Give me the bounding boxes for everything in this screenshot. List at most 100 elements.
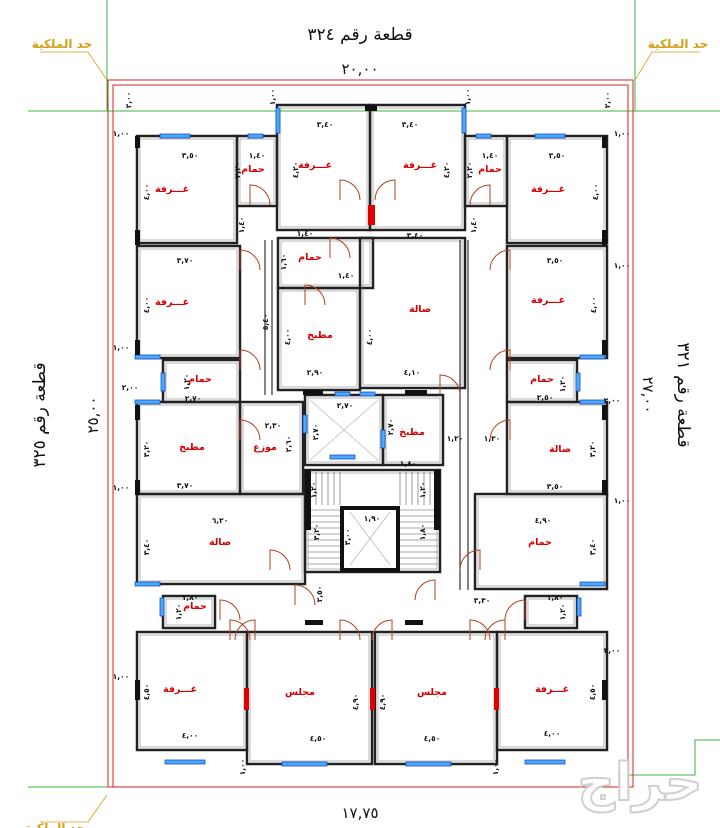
door-swing xyxy=(294,584,316,606)
structural-column xyxy=(602,405,607,420)
dimension-label: ٣,٥٠ xyxy=(182,151,199,160)
wall-outline xyxy=(135,244,242,360)
wall-outline xyxy=(505,244,609,360)
window xyxy=(159,597,165,617)
wall-inner-line xyxy=(509,248,605,356)
partition-mark xyxy=(368,205,375,225)
dimension-label: ٤,٩٠ xyxy=(351,694,360,711)
structural-column xyxy=(135,340,140,355)
wall-inner-line xyxy=(527,598,575,626)
dimension-label: ٥,٤٠ xyxy=(261,314,270,331)
door-swing xyxy=(469,184,491,206)
dimension-label: ٢,٠٠ xyxy=(122,383,139,392)
dimension-label: ٤,٠٠ xyxy=(142,297,151,314)
room-label: مجلس xyxy=(285,687,315,698)
window xyxy=(380,429,386,449)
dimension-label: ٢,٠٠ xyxy=(603,92,612,109)
window xyxy=(247,133,264,139)
dimension-label: ١,٢٠ xyxy=(484,434,501,443)
window xyxy=(281,761,328,767)
wall-inner-line xyxy=(509,362,575,400)
elevator-shaft-mark xyxy=(349,511,391,566)
right-length-dimension: ٢٧,٠٠ xyxy=(639,377,657,414)
door-swing xyxy=(459,549,481,571)
door-swing xyxy=(269,549,291,571)
door-swing xyxy=(439,374,461,396)
dimension-label: ١,٠٠ xyxy=(268,89,277,106)
wall-inner-line xyxy=(242,404,301,492)
wall-inner-line xyxy=(249,634,370,762)
dimension-label: ٤,٠٠ xyxy=(283,329,292,346)
window xyxy=(275,107,281,134)
dimension-label: ٢,٢٠ xyxy=(233,162,242,179)
structural-column xyxy=(405,620,423,625)
dimension-label: ٣,٧٠ xyxy=(177,481,194,490)
wall-inner-line xyxy=(139,496,303,582)
wall-inner-line xyxy=(139,138,235,241)
door-swing xyxy=(414,579,436,601)
room-label: موزع xyxy=(253,442,277,453)
dimension-label: ٤,٠٠ xyxy=(591,184,600,201)
wall-inner-line xyxy=(362,240,463,386)
door-swing xyxy=(489,249,511,271)
dimension-label: ٣,٥٠ xyxy=(547,482,564,491)
structural-column xyxy=(434,470,440,530)
plot-325-label: قطعة رقم ٣٢٥ xyxy=(30,362,50,467)
door-swing xyxy=(239,349,261,371)
dimension-label: ١,٨٠ xyxy=(182,593,199,602)
wall-inner-line xyxy=(139,404,238,492)
dimension-label: ٤,٥٠ xyxy=(142,684,151,701)
dimension-label: ١,٢٠ xyxy=(447,434,464,443)
window xyxy=(575,372,581,392)
structural-column xyxy=(135,405,140,420)
window xyxy=(134,399,161,405)
dimension-label: ١,٢٠ xyxy=(558,376,567,393)
dimension-label: ١,٠٠ xyxy=(113,343,130,352)
door-swing xyxy=(234,619,256,641)
room-label: حمام xyxy=(183,601,207,612)
room-label: حمام xyxy=(530,374,554,385)
dimension-label: ١,٠٠ xyxy=(113,483,130,492)
structural-column xyxy=(405,390,427,395)
wall-inner-line xyxy=(385,397,441,463)
wall-inner-line xyxy=(372,107,463,228)
dimension-label: ١,٢٠ xyxy=(174,604,183,621)
bottom-width-dimension: ١٧,٧٥ xyxy=(342,804,379,822)
dimension-label: ٢,٩٠ xyxy=(307,368,324,377)
room-label: حمام xyxy=(298,252,322,263)
room-label: مجلس xyxy=(417,687,447,698)
wall-inner-line xyxy=(239,138,275,204)
window xyxy=(524,759,566,765)
dimension-label: ١,٠٠ xyxy=(238,759,247,776)
dimension-label: ٢,٥٠ xyxy=(537,393,554,402)
room-label: غـــرفة xyxy=(155,184,189,195)
structural-column xyxy=(365,105,377,111)
dimension-label: ١,٨٠ xyxy=(547,593,564,602)
dimension-label: ١,٤٠ xyxy=(338,271,355,280)
structural-column xyxy=(135,680,140,700)
window xyxy=(579,354,606,360)
window xyxy=(134,581,161,587)
wall-outline xyxy=(358,236,467,390)
door-swing xyxy=(504,599,526,621)
wall-inner-line xyxy=(307,397,381,463)
room-label: غـــرفة xyxy=(298,160,332,171)
dimension-label: ٣,٤٠ xyxy=(142,539,151,556)
dimension-label: ١,٨٠ xyxy=(400,459,417,468)
dimension-label: ٣,٢٠ xyxy=(142,441,151,458)
structural-column xyxy=(135,136,140,148)
dimension-label: ١,٠٠ xyxy=(614,261,631,270)
wall-inner-line xyxy=(280,240,371,286)
dimension-label: ٤,٠٠ xyxy=(544,729,561,738)
dimension-label: ٤,٠٠ xyxy=(142,184,151,201)
window xyxy=(159,133,191,139)
door-swing xyxy=(339,179,361,201)
dimension-label: ٢,٢٠ xyxy=(465,162,474,179)
setback-lines xyxy=(107,79,634,788)
door-swing xyxy=(374,179,396,201)
door-swing xyxy=(371,619,393,641)
room-label: غـــرفة xyxy=(403,160,437,171)
room-label: غـــرفة xyxy=(531,184,565,195)
partition-mark xyxy=(494,688,499,710)
